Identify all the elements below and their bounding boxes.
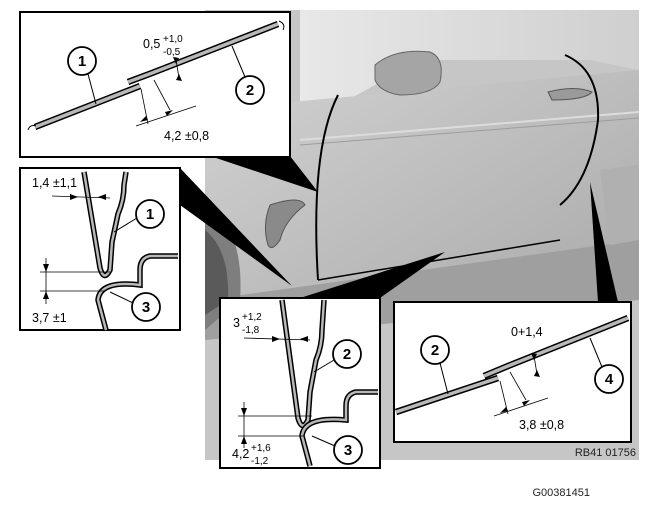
callout-3-center: 3 [344, 442, 352, 459]
car-photo [205, 10, 640, 460]
callout-2-center: 2 [343, 346, 351, 363]
center-top-value: 3 [233, 316, 240, 330]
callout-1: 1 [78, 53, 86, 70]
gap-tol-minus: -0,5 [163, 47, 181, 58]
right-offset-dim: 3,8 ±0,8 [519, 418, 564, 432]
callout-1-left: 1 [146, 206, 154, 223]
figure-ref: RB41 01756 [575, 447, 636, 459]
callout-4: 4 [605, 371, 614, 388]
detail-top-left: 1 2 0,5 +1,0 -0,5 4,2 ±0,8 [19, 11, 291, 158]
gap-tol-plus: +1,0 [163, 34, 183, 45]
offset-value: 4,2 ±0,8 [164, 129, 209, 143]
detail-center: 2 3 3 +1,2 -1,8 4,2 +1,6 -1,2 [219, 297, 381, 469]
detail-left: 1 3 1,4 ±1,1 3,7 ±1 [19, 167, 181, 331]
left-top-dim: 1,4 ±1,1 [32, 176, 77, 190]
graphic-id: G00381451 [533, 487, 591, 499]
detail-right: 2 4 0+1,4 3,8 ±0,8 [393, 301, 632, 443]
callout-3-left: 3 [142, 299, 150, 316]
right-gap-dim: 0+1,4 [511, 325, 543, 339]
center-bottom-tol-minus: -1,2 [251, 456, 269, 467]
left-bottom-dim: 3,7 ±1 [32, 311, 67, 325]
callout-2: 2 [246, 82, 254, 99]
callout-2-right: 2 [431, 342, 439, 359]
leader-wedges [180, 156, 618, 302]
center-top-tol-minus: -1,8 [242, 325, 260, 336]
gap-value: 0,5 [143, 37, 160, 51]
center-top-tol-plus: +1,2 [242, 312, 262, 323]
center-bottom-value: 4,2 [232, 447, 249, 461]
center-bottom-tol-plus: +1,6 [251, 443, 271, 454]
